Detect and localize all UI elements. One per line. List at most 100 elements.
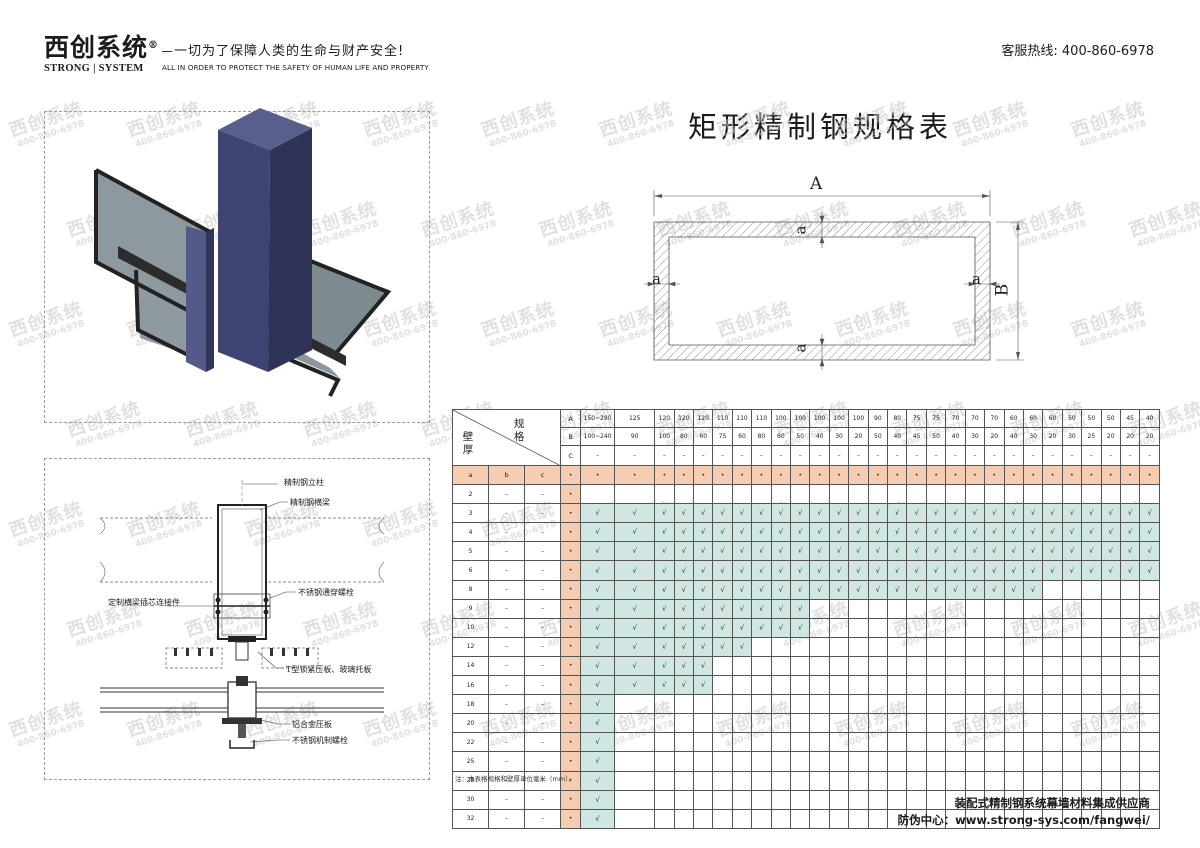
empty-cell xyxy=(770,751,792,772)
empty-cell xyxy=(867,694,889,715)
empty-cell xyxy=(790,751,811,772)
empty-cell xyxy=(673,713,695,734)
check-cell: √ xyxy=(693,522,714,543)
check-cell: √ xyxy=(984,560,1005,581)
label-connector: 定制横梁插芯连接件 xyxy=(108,598,180,607)
empty-cell xyxy=(751,808,772,829)
empty-cell xyxy=(925,655,947,677)
check-cell: √ xyxy=(925,522,947,543)
empty-cell xyxy=(867,655,889,677)
empty-cell xyxy=(614,732,656,753)
check-cell: √ xyxy=(790,541,811,562)
thickness-value: 6 xyxy=(451,560,490,581)
spec-b-value: 75 xyxy=(712,427,733,446)
check-cell: √ xyxy=(848,541,869,562)
empty-cell xyxy=(1042,713,1063,734)
empty-cell xyxy=(887,655,908,677)
dot-cell: • xyxy=(560,751,582,772)
dot-cell: • xyxy=(560,617,582,638)
check-cell: √ xyxy=(731,560,753,581)
check-cell: √ xyxy=(580,541,616,562)
empty-cell xyxy=(1100,751,1121,772)
spec-b-value: 20 xyxy=(1042,427,1063,446)
spec-c-value: – xyxy=(945,445,966,466)
dot-cell: • xyxy=(560,713,582,734)
empty-cell xyxy=(848,808,869,829)
empty-cell xyxy=(828,732,850,753)
check-cell: √ xyxy=(1042,503,1063,524)
thickness-value: 25 xyxy=(451,751,490,772)
check-cell: √ xyxy=(887,503,908,524)
empty-cell xyxy=(1139,579,1160,600)
empty-cell xyxy=(828,655,850,677)
spec-a-value: 40 xyxy=(1139,409,1160,428)
empty-cell xyxy=(964,751,986,772)
node-detail-frame xyxy=(44,458,430,780)
spec-a-value: 50 xyxy=(1081,409,1102,428)
empty-cell xyxy=(848,732,869,753)
check-cell: √ xyxy=(751,579,772,600)
empty-cell xyxy=(1139,732,1160,753)
empty-cell xyxy=(580,484,616,505)
empty-cell xyxy=(1119,675,1141,696)
check-cell: √ xyxy=(1139,560,1160,581)
check-cell: √ xyxy=(654,579,675,600)
empty-cell xyxy=(906,789,927,810)
check-cell: √ xyxy=(580,636,616,657)
empty-cell xyxy=(867,770,889,791)
thickness-c: – xyxy=(524,789,562,810)
thickness-value: 22 xyxy=(451,732,490,753)
check-cell: √ xyxy=(1100,560,1121,581)
spec-c-value: – xyxy=(925,445,947,466)
empty-cell xyxy=(1119,617,1141,638)
check-cell: √ xyxy=(1042,522,1063,543)
check-cell: √ xyxy=(770,617,792,638)
check-cell: √ xyxy=(731,579,753,600)
spec-b-value: 30 xyxy=(1061,427,1083,446)
check-cell: √ xyxy=(751,503,772,524)
empty-cell xyxy=(1003,808,1024,829)
spec-a-value: 100 xyxy=(848,409,869,428)
spec-a-value: 60 xyxy=(1042,409,1063,428)
empty-cell xyxy=(751,636,772,657)
check-cell: √ xyxy=(945,522,966,543)
empty-cell xyxy=(984,598,1005,619)
check-cell: √ xyxy=(867,522,889,543)
empty-cell xyxy=(1100,655,1121,677)
empty-cell xyxy=(887,732,908,753)
empty-cell xyxy=(770,655,792,677)
spec-a-value: 50 xyxy=(1061,409,1083,428)
check-cell: √ xyxy=(693,598,714,619)
empty-cell xyxy=(673,808,695,829)
spec-a-value: 100 xyxy=(790,409,811,428)
spec-c-value: – xyxy=(964,445,986,466)
empty-cell xyxy=(614,808,656,829)
dot-cell: • xyxy=(560,541,582,562)
empty-cell xyxy=(751,655,772,677)
dot-cell: • xyxy=(560,598,582,619)
spec-a-value: 110 xyxy=(712,409,733,428)
check-cell: √ xyxy=(828,560,850,581)
empty-cell xyxy=(887,636,908,657)
empty-cell xyxy=(887,694,908,715)
empty-cell xyxy=(1042,655,1063,677)
tagline-english: ALL IN ORDER TO PROTECT THE SAFETY OF HU… xyxy=(162,63,429,72)
check-cell: √ xyxy=(828,503,850,524)
empty-cell xyxy=(867,598,889,619)
empty-cell xyxy=(848,598,869,619)
spec-c-value: – xyxy=(887,445,908,466)
spec-a-value: 70 xyxy=(964,409,986,428)
empty-cell xyxy=(984,694,1005,715)
dot-cell: • xyxy=(560,503,582,524)
check-cell: √ xyxy=(809,579,830,600)
frame-left-upper xyxy=(94,170,211,324)
table-row-thickness: 20––•√ xyxy=(451,713,1160,734)
empty-cell xyxy=(1081,675,1102,696)
spec-c-value: – xyxy=(654,445,675,466)
empty-cell xyxy=(1061,751,1083,772)
check-cell: √ xyxy=(580,751,616,772)
dot-cell: • xyxy=(614,464,656,486)
empty-cell xyxy=(925,617,947,638)
check-cell: √ xyxy=(654,560,675,581)
empty-cell xyxy=(984,484,1005,505)
